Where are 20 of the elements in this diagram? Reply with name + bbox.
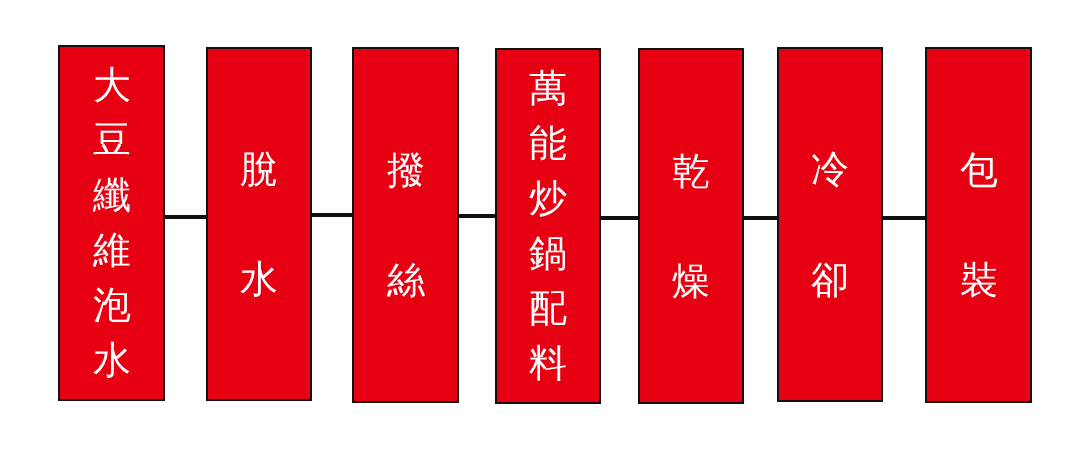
connector-line xyxy=(744,216,777,220)
connector-line xyxy=(601,216,638,220)
process-box xyxy=(206,47,312,401)
step-label: 乾燥 xyxy=(672,147,710,305)
connector-line xyxy=(165,215,206,219)
process-box xyxy=(638,48,744,404)
process-box xyxy=(925,47,1032,403)
step-label: 冷卻 xyxy=(811,146,849,304)
step-label: 萬能炒鍋配料 xyxy=(529,64,567,388)
connector-line xyxy=(883,216,925,220)
step-label: 大豆纖維泡水 xyxy=(92,61,131,385)
step-label: 脫水 xyxy=(240,145,278,303)
process-box xyxy=(352,47,459,403)
connector-line xyxy=(459,214,495,218)
process-box xyxy=(58,45,165,401)
process-box xyxy=(777,47,883,402)
connector-line xyxy=(312,213,352,217)
step-label: 包裝 xyxy=(959,146,998,304)
step-label: 撥絲 xyxy=(386,146,425,304)
process-box xyxy=(495,48,601,404)
